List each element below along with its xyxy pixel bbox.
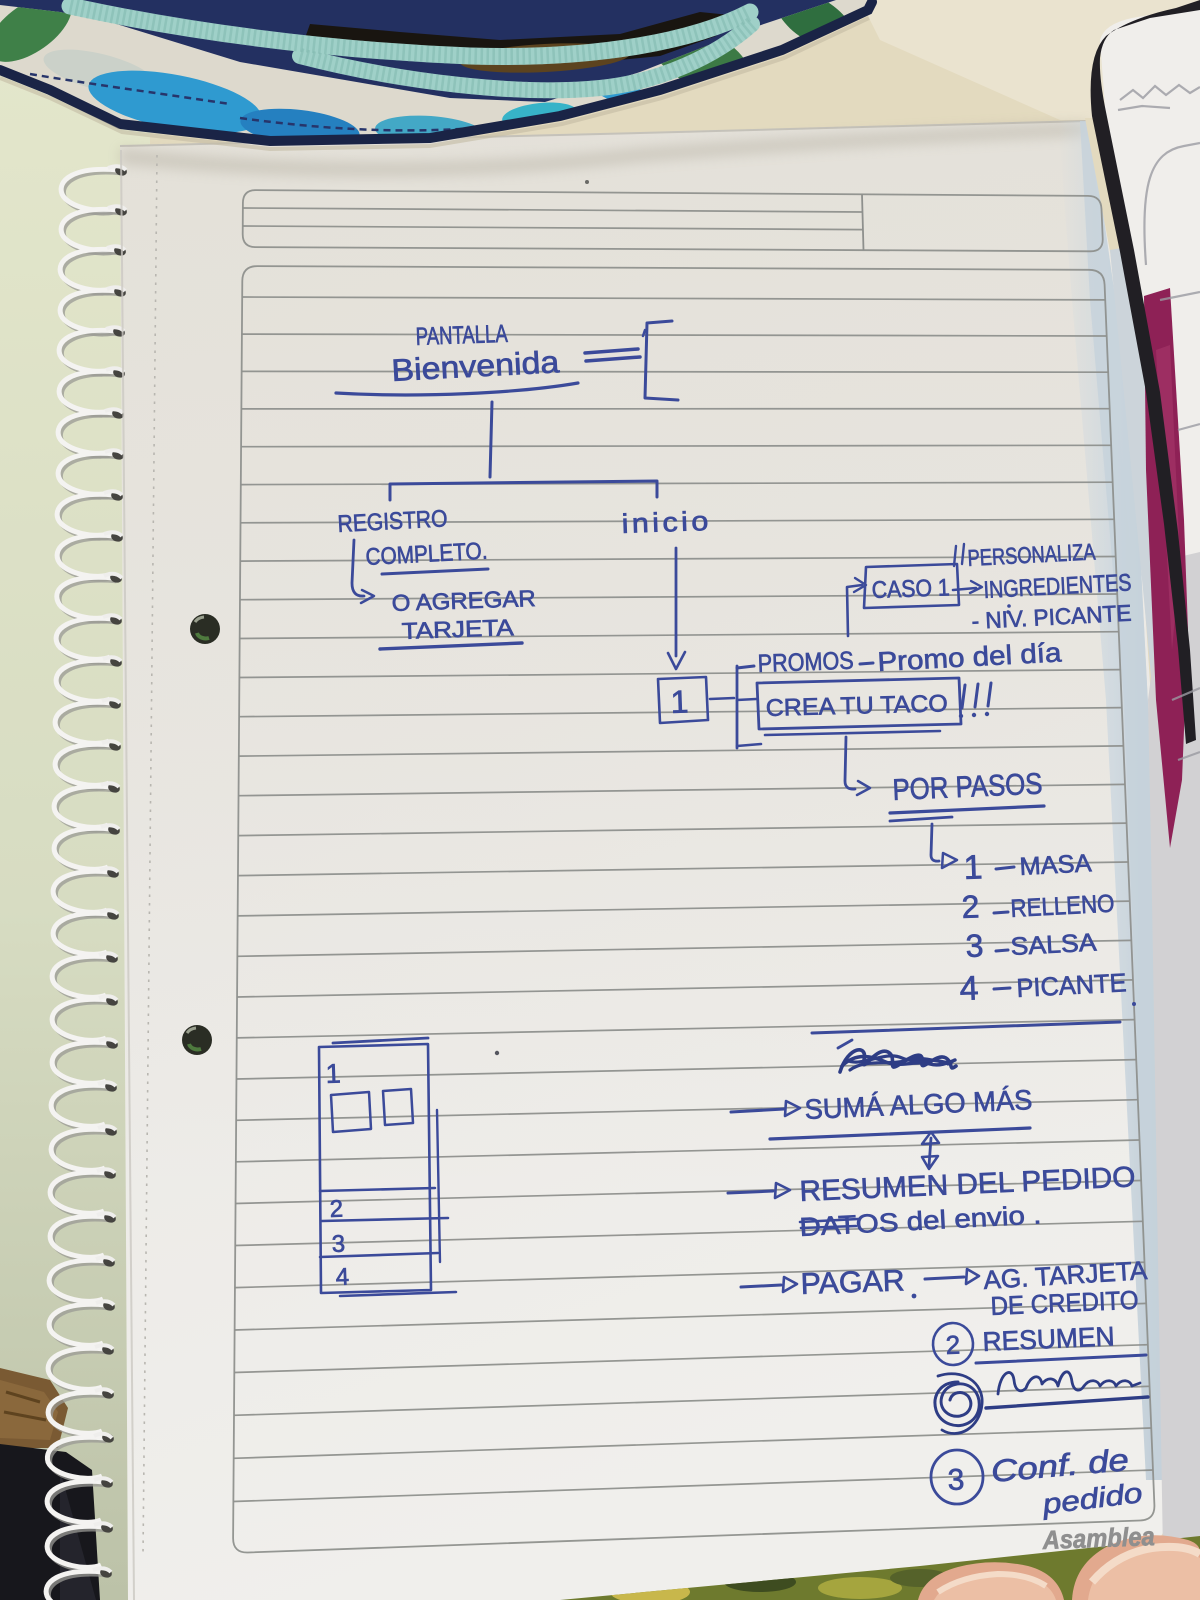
svg-text:MASA: MASA [1019,849,1093,881]
svg-text:CASO 1: CASO 1 [871,574,950,604]
svg-text:RESUMEN: RESUMEN [982,1321,1115,1357]
svg-text:2: 2 [329,1196,343,1223]
svg-text:4: 4 [335,1264,349,1291]
svg-text:3: 3 [965,927,984,964]
svg-text:REGISTRO: REGISTRO [337,505,448,538]
svg-text:DE CREDITO: DE CREDITO [990,1285,1139,1321]
svg-text:PAGAR: PAGAR [800,1264,905,1301]
svg-text:CREA TU TACO: CREA TU TACO [765,690,948,722]
svg-text:2: 2 [961,888,980,925]
svg-text:4: 4 [959,969,979,1008]
svg-text:SALSA: SALSA [1010,929,1098,961]
svg-text:2: 2 [945,1330,961,1360]
svg-text:TARJETA: TARJETA [401,614,515,644]
svg-text:PROMOS: PROMOS [757,647,854,678]
svg-text:O AGREGAR: O AGREGAR [391,585,536,616]
svg-text:PANTALLA: PANTALLA [415,320,508,351]
svg-text:1: 1 [670,683,689,720]
svg-text:inicio: inicio [621,506,712,539]
svg-text:3: 3 [947,1463,965,1497]
svg-text:PICANTE: PICANTE [1016,967,1127,1003]
svg-text:COMPLETO.: COMPLETO. [365,538,488,571]
svg-text:1: 1 [963,848,983,887]
svg-text:POR PASOS: POR PASOS [892,767,1043,807]
svg-text:RELLENO: RELLENO [1010,890,1115,923]
svg-text:1: 1 [325,1058,341,1089]
svg-text:Asamblea: Asamblea [1041,1521,1155,1555]
svg-text:3: 3 [331,1231,345,1258]
